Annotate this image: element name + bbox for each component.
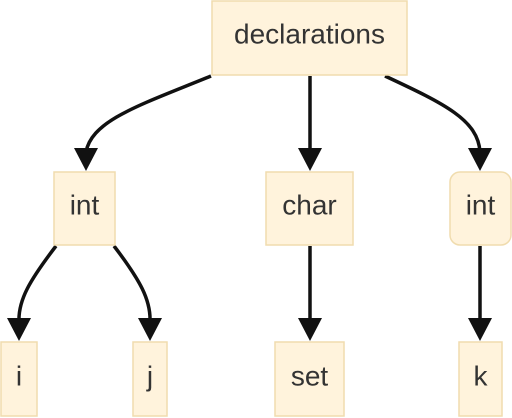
arrowhead-int-left [74, 148, 98, 171]
node-k-box [458, 341, 503, 417]
node-declarations-label: declarations [234, 19, 385, 50]
node-declarations: declarations [211, 0, 408, 76]
node-j-label: j [146, 361, 153, 392]
node-set-box [274, 341, 345, 417]
node-declarations-box [211, 0, 408, 76]
node-i-label: i [16, 361, 22, 392]
node-set: set [274, 341, 345, 417]
arrowhead-set [298, 318, 322, 341]
node-char-box [265, 171, 354, 246]
node-int-left: int [53, 171, 116, 246]
node-int-left-label: int [70, 190, 100, 221]
node-int-left-box [53, 171, 116, 246]
node-k-label: k [474, 361, 489, 392]
edge-int-left-i [17, 244, 58, 323]
edges [7, 74, 492, 341]
node-char-label: char [282, 190, 336, 221]
node-j-box [132, 341, 168, 417]
arrowhead-int-right [468, 148, 492, 171]
arrowhead-j [138, 318, 162, 341]
edge-declarations-int-right [384, 74, 482, 153]
node-i: i [0, 341, 38, 417]
node-int-right: int [449, 171, 512, 246]
node-char: char [265, 171, 354, 246]
arrowhead-k [468, 318, 492, 341]
node-set-label: set [291, 361, 329, 392]
node-k: k [458, 341, 503, 417]
node-i-box [0, 341, 38, 417]
edge-int-left-j [112, 244, 152, 323]
node-int-right-box [449, 171, 512, 246]
edge-declarations-int-left [84, 74, 212, 153]
node-int-right-label: int [466, 190, 496, 221]
node-j: j [132, 341, 168, 417]
arrowhead-char [298, 148, 322, 171]
arrowhead-i [7, 318, 31, 341]
